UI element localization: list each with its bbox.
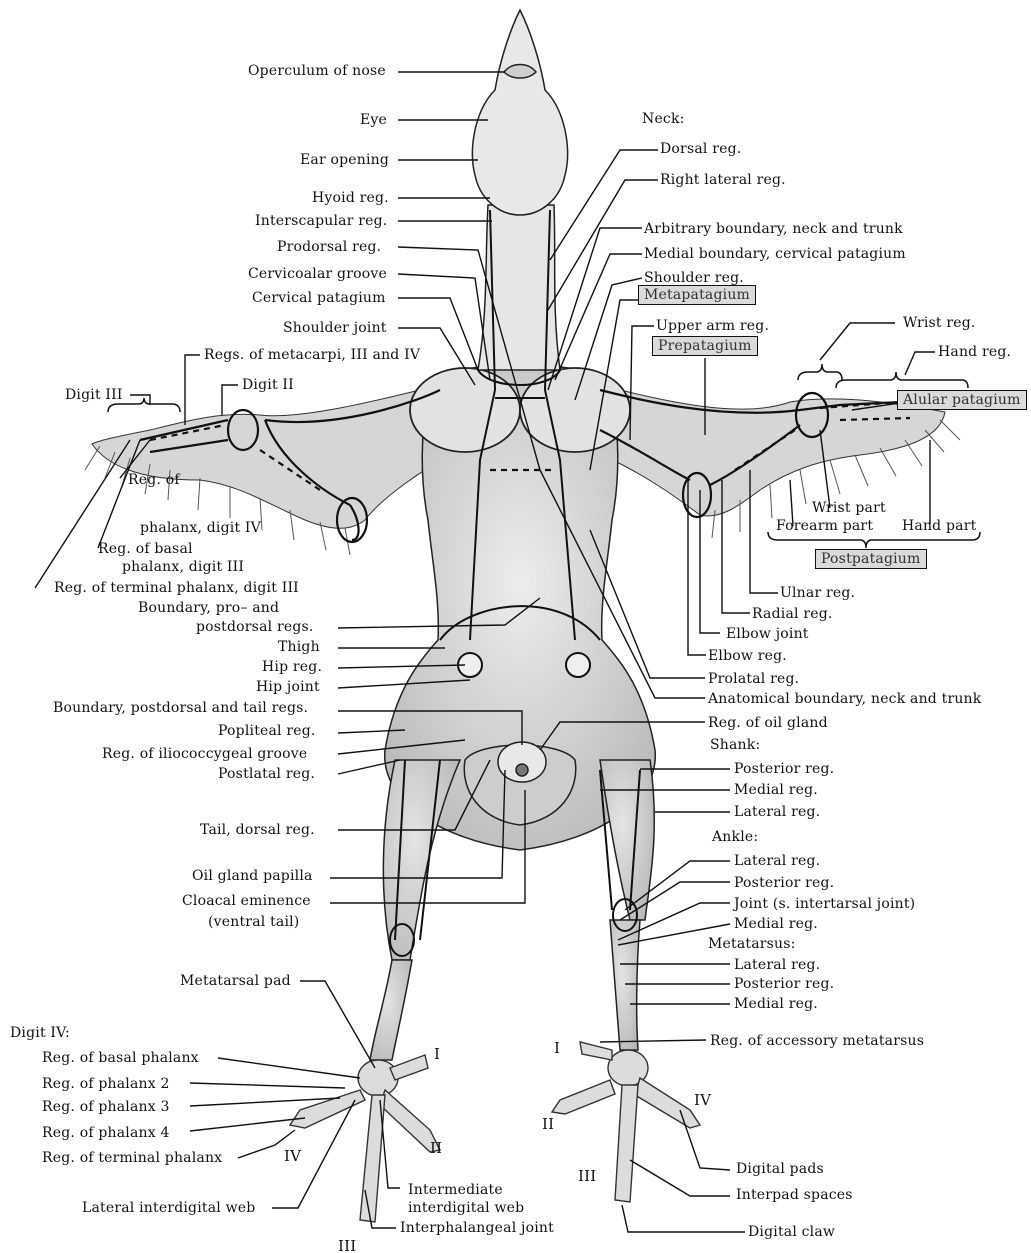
label-medial-boundary-cervical-patagium: Medial boundary, cervical patagium: [644, 246, 906, 262]
label-reg-of-accessory-metatarsus: Reg. of accessory metatarsus: [710, 1033, 924, 1049]
label-shoulder-reg: Shoulder reg.: [644, 270, 744, 286]
label-upper-arm-reg: Upper arm reg.: [656, 318, 769, 334]
label-anatomical-boundary: Anatomical boundary, neck and trunk: [708, 691, 981, 707]
toe-numeral-left-iii: III: [338, 1238, 356, 1253]
label-cervicoalar-groove: Cervicoalar groove: [248, 266, 387, 282]
label-prepatagium: Prepatagium: [652, 336, 758, 356]
label-wrist-reg: Wrist reg.: [903, 315, 976, 331]
label-reg-of-terminal-phalanx-digit-iii: Reg. of terminal phalanx, digit III: [54, 580, 299, 596]
label-boundary-pro-postdorsal-line2: postdorsal regs.: [196, 619, 314, 635]
label-postlatal-reg: Postlatal reg.: [218, 766, 315, 782]
label-elbow-joint: Elbow joint: [726, 626, 809, 642]
label-toe-reg-of-phalanx-2: Reg. of phalanx 2: [42, 1076, 170, 1092]
label-toe-reg-of-basal-phalanx: Reg. of basal phalanx: [42, 1050, 199, 1066]
label-ankle-header: Ankle:: [712, 829, 758, 845]
head: [472, 10, 567, 215]
label-shoulder-joint: Shoulder joint: [283, 320, 387, 336]
label-oil-gland-papilla: Oil gland papilla: [192, 868, 313, 884]
label-thigh: Thigh: [278, 639, 320, 655]
toe-numeral-left-i: I: [434, 1046, 440, 1062]
label-regs-of-metacarpi: Regs. of metacarpi, III and IV: [204, 347, 420, 363]
label-arbitrary-boundary: Arbitrary boundary, neck and trunk: [644, 221, 903, 237]
label-cloacal-eminence-line1: Cloacal eminence: [182, 893, 311, 909]
label-lateral-interdigital-web: Lateral interdigital web: [82, 1200, 255, 1216]
label-digital-pads: Digital pads: [736, 1161, 824, 1177]
left-wing: [92, 385, 460, 528]
label-prodorsal-reg: Prodorsal reg.: [277, 239, 381, 255]
label-interpad-spaces: Interpad spaces: [736, 1187, 853, 1203]
label-radial-reg: Radial reg.: [752, 606, 833, 622]
label-digit-ii: Digit II: [242, 377, 294, 393]
label-metatarsus-medial-reg: Medial reg.: [734, 996, 818, 1012]
label-ankle-medial-reg: Medial reg.: [734, 916, 818, 932]
toe-numeral-left-iv: IV: [284, 1148, 301, 1164]
label-neck-dorsal-reg: Dorsal reg.: [660, 141, 741, 157]
label-toe-reg-of-terminal-phalanx: Reg. of terminal phalanx: [42, 1150, 222, 1166]
label-reg-of-phalanx-digit-iv-line1: Reg. of: [128, 472, 180, 488]
label-neck-header: Neck:: [642, 111, 685, 127]
label-shank-header: Shank:: [710, 737, 760, 753]
label-ulnar-reg: Ulnar reg.: [780, 585, 855, 601]
label-operculum-of-nose: Operculum of nose: [248, 63, 386, 79]
label-popliteal-reg: Popliteal reg.: [218, 723, 316, 739]
label-ankle-lateral-reg: Lateral reg.: [734, 853, 820, 869]
label-wrist-part: Wrist part: [812, 500, 886, 516]
label-boundary-pro-postdorsal-line1: Boundary, pro– and: [138, 600, 279, 616]
label-postpatagium: Postpatagium: [815, 549, 927, 569]
label-metatarsus-header: Metatarsus:: [708, 936, 796, 952]
label-ankle-posterior-reg: Posterior reg.: [734, 875, 834, 891]
label-tail-dorsal-reg: Tail, dorsal reg.: [200, 822, 315, 838]
label-cervical-patagium: Cervical patagium: [252, 290, 386, 306]
label-hyoid-reg: Hyoid reg.: [312, 190, 389, 206]
label-metatarsus-lateral-reg: Lateral reg.: [734, 957, 820, 973]
label-intermediate-web-line2: interdigital web: [408, 1200, 524, 1216]
label-hip-joint: Hip joint: [256, 679, 320, 695]
label-toe-reg-of-phalanx-4: Reg. of phalanx 4: [42, 1125, 170, 1141]
label-forearm-part: Forearm part: [776, 518, 873, 534]
toe-numeral-right-iii: III: [578, 1168, 596, 1184]
label-intermediate-web-line1: Intermediate: [408, 1182, 503, 1198]
label-reg-of-phalanx-digit-iv-line2: phalanx, digit IV: [140, 520, 261, 536]
label-interphalangeal-joint: Interphalangeal joint: [400, 1220, 554, 1236]
label-ankle-joint: Joint (s. intertarsal joint): [734, 896, 915, 912]
label-shank-lateral-reg: Lateral reg.: [734, 804, 820, 820]
label-reg-of-basal-phalanx-digit-iii-line2: phalanx, digit III: [122, 559, 244, 575]
toe-numeral-left-ii: II: [430, 1140, 442, 1156]
label-hand-part: Hand part: [902, 518, 976, 534]
label-hip-reg: Hip reg.: [262, 659, 322, 675]
label-boundary-postdorsal-tail: Boundary, postdorsal and tail regs.: [53, 700, 308, 716]
label-metatarsal-pad: Metatarsal pad: [180, 973, 291, 989]
label-reg-of-basal-phalanx-digit-iii-line1: Reg. of basal: [98, 541, 193, 557]
label-shank-medial-reg: Medial reg.: [734, 782, 818, 798]
label-digit-iii: Digit III: [65, 387, 123, 403]
label-prolatal-reg: Prolatal reg.: [708, 671, 799, 687]
label-shank-posterior-reg: Posterior reg.: [734, 761, 834, 777]
label-reg-of-iliococcygeal-groove: Reg. of iliococcygeal groove: [102, 746, 307, 762]
label-interscapular-reg: Interscapular reg.: [255, 213, 387, 229]
label-hand-reg: Hand reg.: [938, 344, 1011, 360]
label-alular-patagium: Alular patagium: [897, 390, 1027, 410]
label-toe-reg-of-phalanx-3: Reg. of phalanx 3: [42, 1099, 170, 1115]
label-metapatagium: Metapatagium: [638, 285, 756, 305]
toe-numeral-right-ii: II: [542, 1116, 554, 1132]
label-digit-iv-header: Digit IV:: [10, 1025, 70, 1041]
label-ear-opening: Ear opening: [300, 152, 389, 168]
label-cloacal-eminence-line2: (ventral tail): [208, 914, 299, 930]
label-elbow-reg: Elbow reg.: [708, 648, 787, 664]
label-metatarsus-posterior-reg: Posterior reg.: [734, 976, 834, 992]
label-eye: Eye: [360, 112, 387, 128]
label-reg-of-oil-gland: Reg. of oil gland: [708, 715, 828, 731]
toe-numeral-right-i: I: [554, 1040, 560, 1056]
label-neck-right-lateral-reg: Right lateral reg.: [660, 172, 786, 188]
toe-numeral-right-iv: IV: [694, 1092, 711, 1108]
label-digital-claw: Digital claw: [748, 1224, 835, 1240]
